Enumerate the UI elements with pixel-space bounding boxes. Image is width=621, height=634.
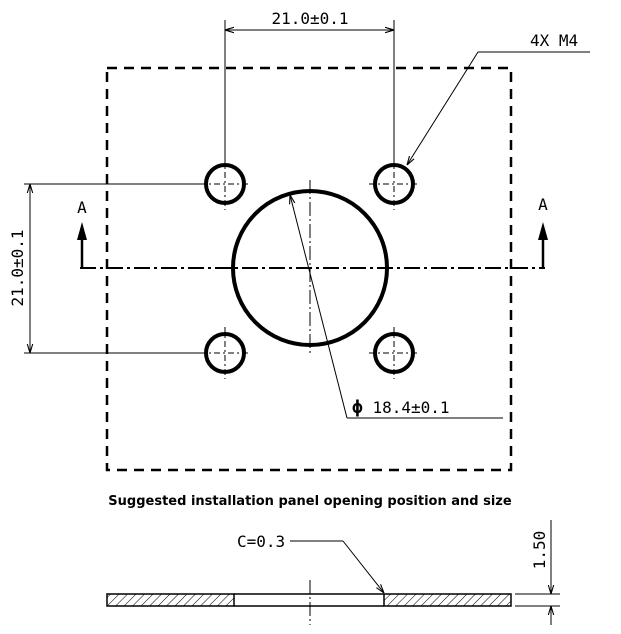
thickness-dimension: [515, 520, 560, 625]
diameter-callout-leader: [290, 195, 503, 419]
diameter-symbol: ϕ: [352, 397, 363, 418]
mounting-hole-top-right: [369, 158, 419, 210]
section-mark-right: A: [538, 195, 548, 214]
section-mark-left: A: [77, 198, 87, 217]
horizontal-dimension-value: 21.0±0.1: [271, 9, 348, 28]
section-arrow-left: [77, 222, 87, 268]
section-view: [106, 580, 512, 625]
thickness-value: 1.50: [530, 531, 549, 570]
chamfer-callout: C=0.3: [237, 532, 285, 551]
vertical-dimension-value: 21.0±0.1: [8, 229, 27, 306]
mounting-hole-bottom-left: [200, 327, 250, 379]
vertical-dimension: [24, 183, 200, 354]
horizontal-dimension: [224, 20, 395, 160]
drawing-caption: Suggested installation panel opening pos…: [108, 494, 512, 509]
diameter-value: 18.4±0.1: [372, 398, 449, 417]
mounting-hole-bottom-right: [369, 327, 419, 379]
hole-callout-leader: [407, 51, 590, 165]
center-hole: [231, 180, 389, 355]
section-arrow-right: [538, 222, 548, 268]
chamfer-leader: [290, 540, 384, 593]
diameter-callout: ϕ 18.4±0.1: [352, 397, 450, 418]
hole-callout: 4X M4: [530, 31, 578, 50]
mounting-hole-top-left: [200, 158, 250, 210]
